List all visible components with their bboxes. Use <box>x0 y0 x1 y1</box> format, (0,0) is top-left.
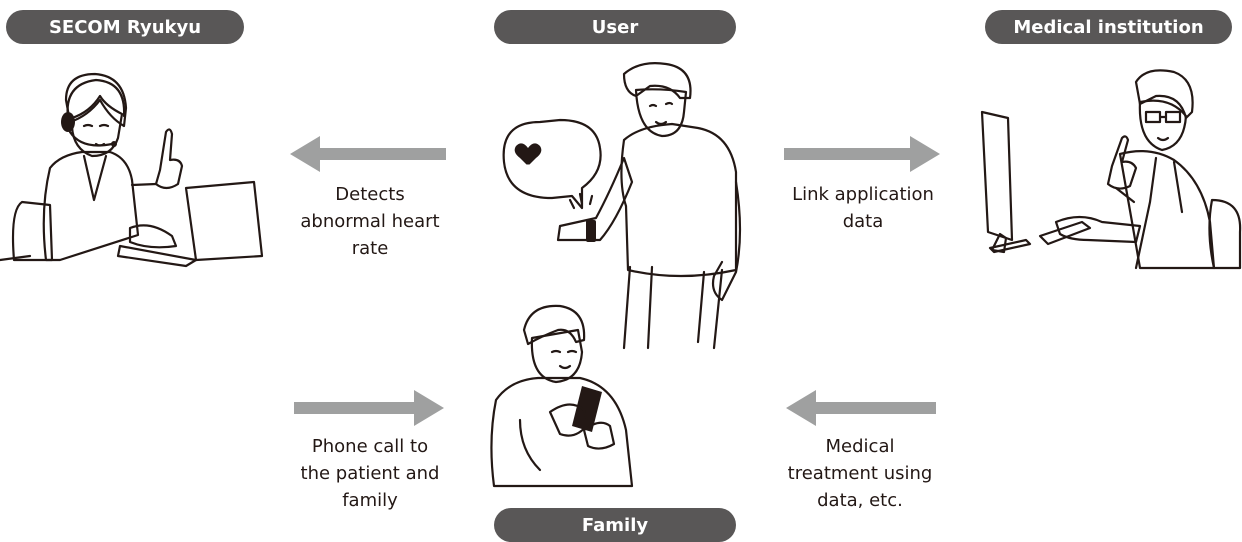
caption-line: rate <box>351 238 389 259</box>
smartphone-icon <box>572 386 602 432</box>
laptop-icon <box>116 180 264 268</box>
caption-line: Detects <box>335 184 405 205</box>
user-label: User <box>494 10 736 44</box>
caption-line: abnormal heart <box>300 211 440 232</box>
caption-medical-treatment: Medical treatment using data, etc. <box>770 433 950 514</box>
caption-line: Medical <box>825 436 895 457</box>
arrow-left-to-family <box>786 390 936 426</box>
caption-line: treatment using <box>787 463 933 484</box>
heart-rate-icon <box>502 118 602 210</box>
monitor-icon <box>980 110 1032 254</box>
smartwatch-icon <box>568 192 596 242</box>
user-illustration <box>502 62 742 350</box>
family-illustration <box>490 304 634 488</box>
caption-detects-abnormal-heart-rate: Detects abnormal heart rate <box>280 181 460 262</box>
caption-line: data <box>842 211 884 232</box>
caption-line: Phone call to <box>311 436 429 457</box>
caption-line: family <box>342 490 398 511</box>
secom-label: SECOM Ryukyu <box>6 10 244 44</box>
operator-illustration <box>0 72 264 268</box>
caption-line: data, etc. <box>817 490 903 511</box>
caption-phone-call: Phone call to the patient and family <box>280 433 460 514</box>
family-label: Family <box>494 508 736 542</box>
doctor-illustration <box>980 69 1242 270</box>
arrow-right-to-family <box>294 390 444 426</box>
arrow-left-to-secom <box>290 136 446 172</box>
caption-line: the patient and <box>300 463 440 484</box>
arrow-right-to-medical <box>784 136 940 172</box>
caption-line: Link application <box>792 184 934 205</box>
caption-link-application-data: Link application data <box>768 181 958 235</box>
headset-icon <box>61 78 126 147</box>
medical-institution-label: Medical institution <box>985 10 1232 44</box>
